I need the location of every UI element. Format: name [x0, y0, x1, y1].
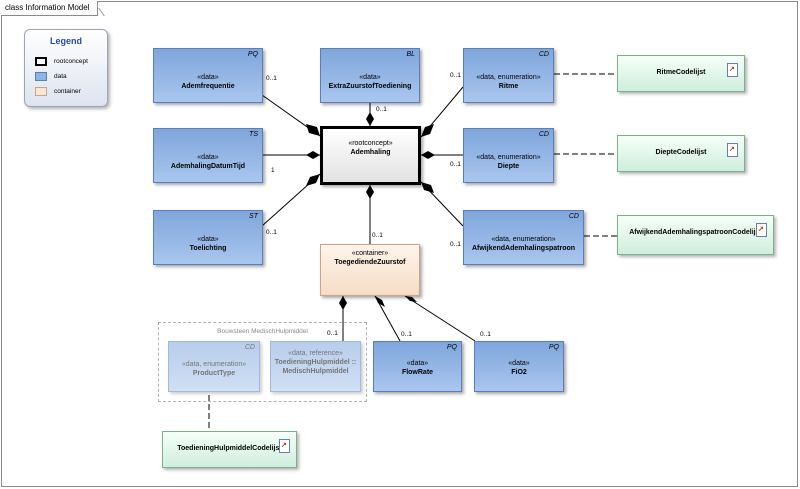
edge-fio2	[404, 295, 476, 342]
class-name: Ademhaling	[350, 149, 391, 156]
document-link-icon	[727, 63, 738, 77]
class-name: Diepte	[497, 163, 520, 170]
codelist-name: ToedieningHulpmiddelCodelijst	[177, 445, 282, 452]
class-toegediende-zuurstof[interactable]: «container» ToegediendeZuurstof	[320, 244, 420, 296]
diamond-afwijkend	[421, 182, 434, 193]
class-ademhaling-datum-tijd[interactable]: TS «data» AdemhalingDatumTijd	[153, 128, 263, 183]
legend-label: rootconcept	[54, 58, 88, 65]
legend: Legend rootconcept data container	[24, 29, 108, 107]
codelist-diepte[interactable]: DiepteCodelijst	[617, 135, 745, 172]
class-ademhaling-rootconcept[interactable]: «rootconcept» Ademhaling	[320, 126, 421, 185]
document-link-icon	[756, 223, 767, 237]
class-fio2[interactable]: PQ «data» FiO2	[474, 341, 564, 392]
diamond-ritme	[421, 124, 434, 137]
stereotype: «data»	[197, 154, 219, 161]
type-tag: PQ	[446, 344, 457, 351]
diamond-toelichting	[306, 174, 320, 186]
type-tag: CD	[538, 51, 549, 58]
class-name: FiO2	[511, 369, 527, 376]
diamond-flow-rate	[375, 296, 385, 307]
class-afwijkend-ademhalingspatroon[interactable]: CD «data, enumeration» AfwijkendAdemhali…	[463, 210, 584, 265]
legend-title: Legend	[49, 36, 82, 46]
multiplicity-extra-zuurstof: 0..1	[376, 106, 387, 113]
codelist-name: DiepteCodelijst	[655, 149, 707, 156]
class-product-type[interactable]: CD «data, enumeration» ProductType	[168, 341, 260, 392]
multiplicity-toegediende: 0..1	[372, 232, 383, 239]
class-diepte[interactable]: CD «data, enumeration» Diepte	[463, 128, 554, 183]
codelist-ritme[interactable]: RitmeCodelijst	[617, 55, 745, 92]
legend-swatch-rootconcept	[35, 57, 47, 66]
class-name: Ademfrequentie	[181, 83, 235, 90]
stereotype: «data»	[197, 74, 219, 81]
stereotype: «data, enumeration»	[181, 361, 247, 368]
legend-swatch-container	[35, 87, 47, 96]
class-ritme[interactable]: CD «data, enumeration» Ritme	[463, 48, 554, 103]
class-name: ExtraZuurstofToediening	[328, 83, 412, 90]
legend-label: data	[54, 73, 67, 80]
type-tag: ST	[249, 213, 258, 220]
diamond-datum-tijd	[306, 151, 320, 159]
type-tag: PQ	[247, 51, 258, 58]
stereotype: «data»	[508, 360, 530, 367]
class-name: ToedieningHulpmiddel :: MedischHulpmidde…	[274, 359, 357, 375]
document-link-icon	[727, 143, 738, 157]
multiplicity-fio2: 0..1	[480, 331, 491, 338]
document-link-icon	[279, 439, 290, 453]
legend-label: container	[54, 88, 81, 95]
class-name: FlowRate	[401, 369, 434, 376]
diamond-diepte	[421, 151, 435, 159]
class-name: Toelichting	[189, 245, 227, 252]
stereotype: «data»	[359, 74, 381, 81]
class-toediening-hulpmiddel[interactable]: «data, reference» ToedieningHulpmiddel :…	[270, 341, 361, 392]
diamond-toegediende	[366, 185, 374, 199]
stereotype: «data»	[197, 236, 219, 243]
diamond-extra-zuurstof	[366, 112, 374, 126]
package-medischhulpmiddel: Bouwsteen MedischHulpmiddel	[158, 322, 367, 402]
class-name: ToegediendeZuurstof	[334, 259, 406, 266]
class-ademfrequentie[interactable]: PQ «data» Ademfrequentie	[153, 48, 263, 103]
stereotype: «data, enumeration»	[476, 154, 541, 161]
stereotype: «rootconcept»	[348, 140, 393, 147]
type-tag: BL	[406, 51, 415, 58]
diamond-ademfrequentie	[306, 124, 320, 136]
stereotype: «data»	[406, 360, 429, 367]
multiplicity-datum-tijd: 1	[271, 167, 275, 174]
codelist-afwijkend[interactable]: AfwijkendAdemhalingspatroonCodelijst	[617, 215, 774, 255]
class-name: Ritme	[498, 83, 519, 90]
class-name: ProductType	[192, 370, 236, 377]
multiplicity-ademfrequentie: 0..1	[266, 75, 277, 82]
class-extra-zuurstof-toediening[interactable]: BL «data» ExtraZuurstofToediening	[320, 48, 420, 103]
multiplicity-flow-rate: 0..1	[401, 331, 412, 338]
codelist-name: AfwijkendAdemhalingspatroonCodelijst	[629, 229, 762, 236]
type-tag: CD	[244, 344, 255, 351]
class-toelichting[interactable]: ST «data» Toelichting	[153, 210, 263, 265]
type-tag: CD	[568, 213, 579, 220]
diamond-fio2	[405, 296, 417, 302]
stereotype: «data, reference»	[288, 350, 343, 357]
class-flow-rate[interactable]: PQ «data» FlowRate	[373, 341, 462, 392]
class-name: AdemhalingDatumTijd	[170, 163, 246, 170]
type-tag: PQ	[548, 344, 559, 351]
type-tag: CD	[538, 131, 549, 138]
multiplicity-toelichting: 0..1	[266, 229, 277, 236]
stereotype: «data, enumeration»	[491, 236, 556, 243]
stereotype: «data, enumeration»	[476, 74, 541, 81]
diamond-hulpmiddel	[339, 296, 347, 310]
class-name: AfwijkendAdemhalingspatroon	[471, 245, 576, 252]
multiplicity-ritme: 0..1	[450, 72, 461, 79]
codelist-name: RitmeCodelijst	[656, 69, 706, 76]
stereotype: «container»	[351, 250, 389, 257]
legend-swatch-data	[35, 72, 47, 81]
diagram-title: class Information Model	[1, 1, 99, 16]
codelist-toediening-hulpmiddel[interactable]: ToedieningHulpmiddelCodelijst	[162, 431, 297, 468]
type-tag: TS	[249, 131, 258, 138]
multiplicity-toediening-hulpmiddel: 0..1	[327, 330, 338, 337]
multiplicity-afwijkend: 0..1	[450, 241, 461, 248]
multiplicity-diepte: 0..1	[450, 161, 461, 168]
package-name: Bouwsteen MedischHulpmiddel	[217, 328, 308, 335]
